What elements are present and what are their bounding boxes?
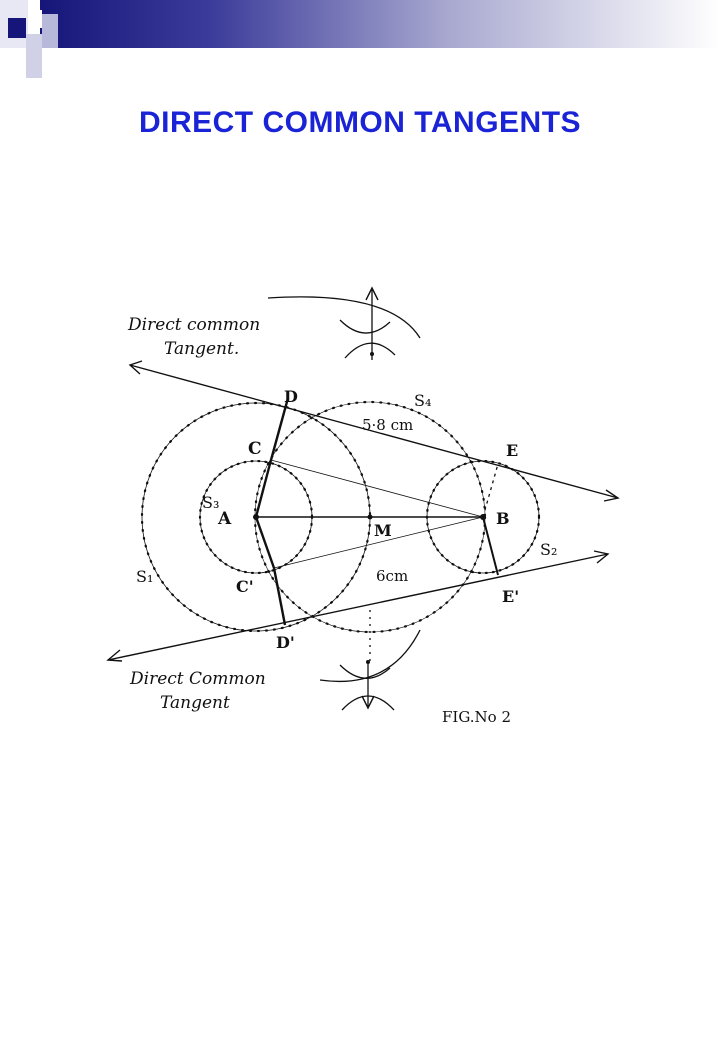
label-d-prime: D' xyxy=(276,633,295,652)
arrowhead-bottom xyxy=(361,695,375,710)
top-tangent-line xyxy=(129,364,619,499)
tangent-construction-figure: Direct common Tangent. Direct Common Tan… xyxy=(106,286,620,726)
label-s1: S₁ xyxy=(136,567,153,586)
point-a xyxy=(253,514,259,520)
construction-arc-bottom xyxy=(319,629,421,683)
line-c-b xyxy=(270,459,484,518)
label-b: B xyxy=(496,509,510,528)
point-bisector-bottom xyxy=(366,660,370,664)
bottom-tangent-line xyxy=(107,553,609,661)
point-m xyxy=(367,514,373,520)
label-e-prime: E' xyxy=(502,587,519,606)
label-c-prime: C' xyxy=(236,577,254,596)
annotation-bottom-line-1: Direct Common xyxy=(129,669,266,689)
line-a-c xyxy=(254,459,273,518)
line-b-e xyxy=(482,463,499,518)
label-d: D xyxy=(284,387,298,406)
figure-caption: FIG.No 2 xyxy=(442,708,511,726)
arrowhead-top xyxy=(365,286,379,301)
label-s2: S₂ xyxy=(540,540,557,559)
construction-arc-top xyxy=(267,296,421,339)
label-s3: S₃ xyxy=(202,493,219,512)
line-c-d xyxy=(269,397,290,461)
label-s4: S₄ xyxy=(414,391,431,410)
annotation-top-line-1: Direct common xyxy=(127,315,260,335)
line-cprime-b xyxy=(273,516,484,569)
bisector-arc-bottom-1 xyxy=(339,664,391,679)
arrowhead-bottom-tangent-left xyxy=(106,649,123,662)
arrowhead-top-tangent-left xyxy=(128,360,143,375)
header-banner xyxy=(0,0,720,80)
label-a: A xyxy=(217,509,232,529)
line-b-eprime xyxy=(482,516,499,576)
label-c: C xyxy=(248,439,262,459)
measurement-bottom: 6cm xyxy=(376,567,408,585)
measurement-top: 5·8 cm xyxy=(362,416,413,434)
arrowhead-top-tangent-right xyxy=(603,489,620,502)
arrowhead-bottom-tangent-right xyxy=(593,550,610,564)
point-bisector-top xyxy=(370,352,374,356)
bisector-arc-top-2 xyxy=(344,342,396,359)
annotation-top-line-2: Tangent. xyxy=(164,339,239,359)
line-a-cprime xyxy=(254,516,276,569)
slide-title: DIRECT COMMON TANGENTS xyxy=(138,106,582,139)
label-e: E xyxy=(506,441,518,460)
annotation-bottom-line-2: Tangent xyxy=(160,693,230,713)
banner-gradient xyxy=(40,0,720,48)
label-m: M xyxy=(374,521,392,540)
point-b xyxy=(480,514,486,520)
banner-squares-logo xyxy=(0,0,60,80)
bisector-arc-top-1 xyxy=(339,319,391,334)
line-cprime-dprime xyxy=(272,567,287,626)
